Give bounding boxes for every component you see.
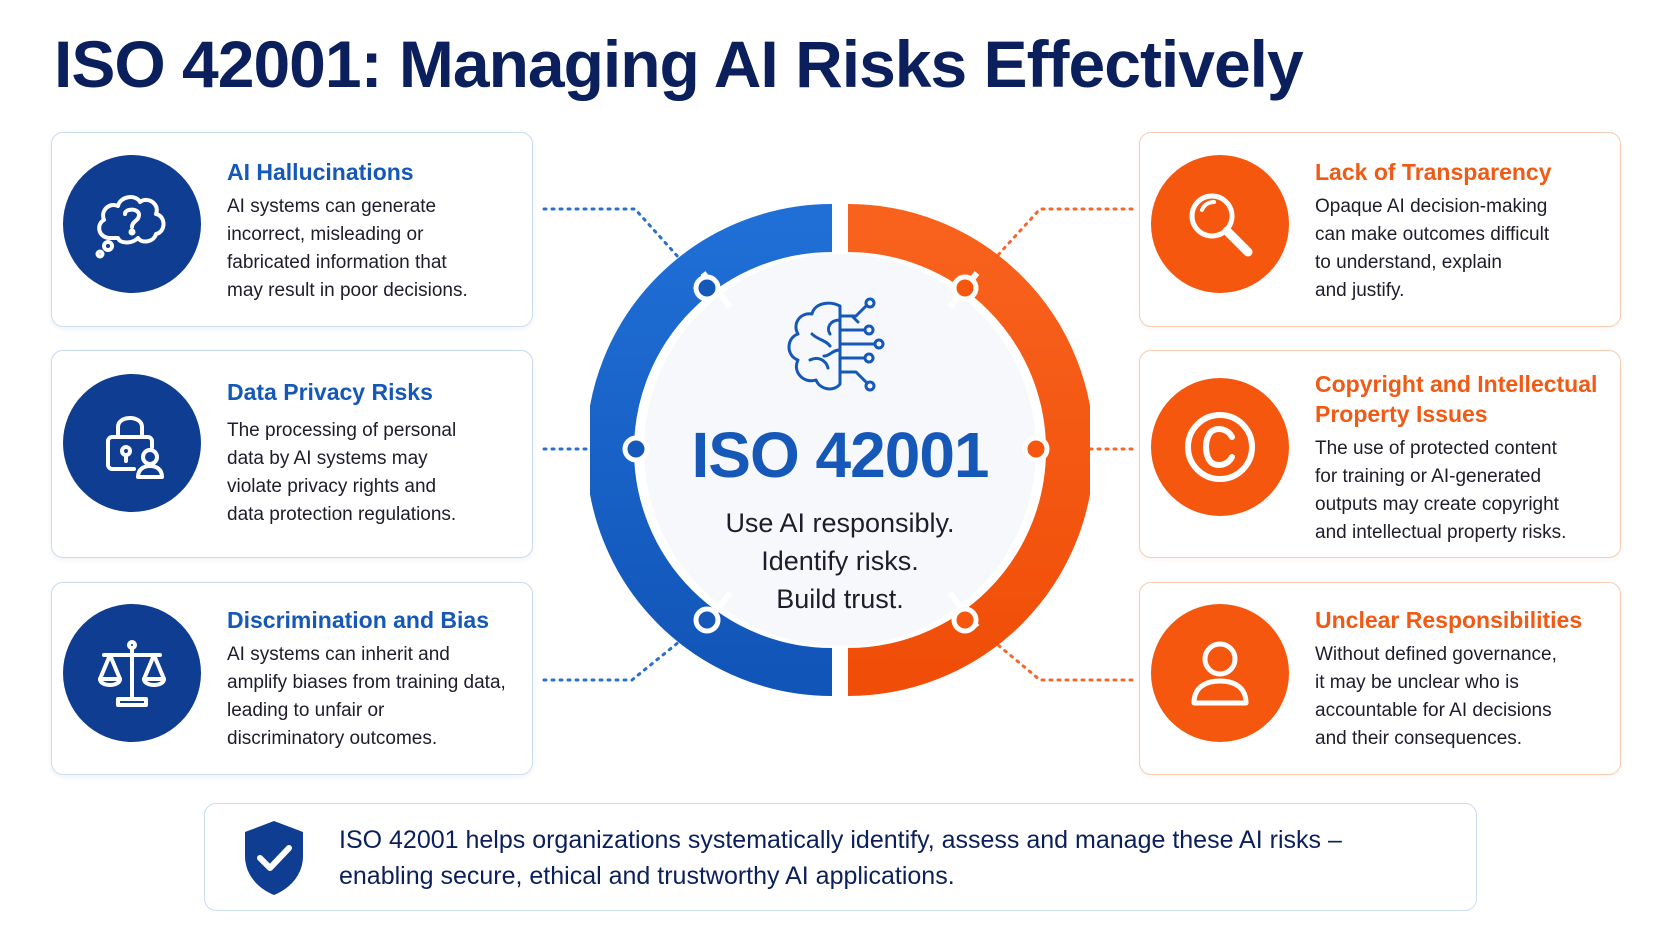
card-heading: Unclear Responsibilities xyxy=(1315,607,1583,633)
card-lack-of-transparency: Lack of Transparency Opaque AI decision-… xyxy=(1139,132,1621,327)
scales-icon xyxy=(63,604,201,742)
card-body: Opaque AI decision-making can make outco… xyxy=(1315,196,1550,301)
person-icon xyxy=(1151,604,1289,742)
lock-user-icon xyxy=(63,374,201,512)
card-body: Without defined governance, it may be un… xyxy=(1315,644,1557,749)
card-heading: AI Hallucinations xyxy=(227,159,414,185)
center-title: ISO 42001 xyxy=(691,419,990,491)
card-unclear-responsibilities: Unclear Responsibilities Without defined… xyxy=(1139,582,1621,775)
card-heading: Copyright and Intellectual Property Issu… xyxy=(1315,371,1598,427)
page-title: ISO 42001: Managing AI Risks Effectively xyxy=(54,27,1304,101)
card-body: The use of protected content for trainin… xyxy=(1315,438,1567,543)
card-discrimination-and-bias: Discrimination and Bias AI systems can i… xyxy=(51,582,533,775)
shield-check-icon xyxy=(245,821,303,895)
copyright-icon xyxy=(1151,378,1289,516)
brain-circuit-icon xyxy=(787,297,885,392)
footer-banner: ISO 42001 helps organizations systematic… xyxy=(204,803,1477,911)
card-body: AI systems can generate incorrect, misle… xyxy=(227,196,468,301)
center-tagline: Build trust. xyxy=(776,584,904,614)
iso-ring xyxy=(590,180,1090,720)
card-heading: Lack of Transparency xyxy=(1315,159,1552,185)
footer-text: ISO 42001 helps organizations systematic… xyxy=(339,826,1342,890)
center-tagline: Identify risks. xyxy=(761,546,919,576)
thought-cloud-question-icon xyxy=(63,155,201,293)
card-data-privacy-risks: Data Privacy Risks The processing of per… xyxy=(51,350,533,558)
card-body: AI systems can inherit and amplify biase… xyxy=(227,644,506,749)
card-body: The processing of personal data by AI sy… xyxy=(227,420,457,525)
card-heading: Data Privacy Risks xyxy=(227,379,433,405)
card-ai-hallucinations: AI Hallucinations AI systems can generat… xyxy=(51,132,533,327)
card-copyright-ip-issues: Copyright and Intellectual Property Issu… xyxy=(1139,350,1621,558)
center-tagline: Use AI responsibly. xyxy=(725,508,955,538)
card-heading: Discrimination and Bias xyxy=(227,607,490,633)
magnifier-icon xyxy=(1151,155,1289,293)
